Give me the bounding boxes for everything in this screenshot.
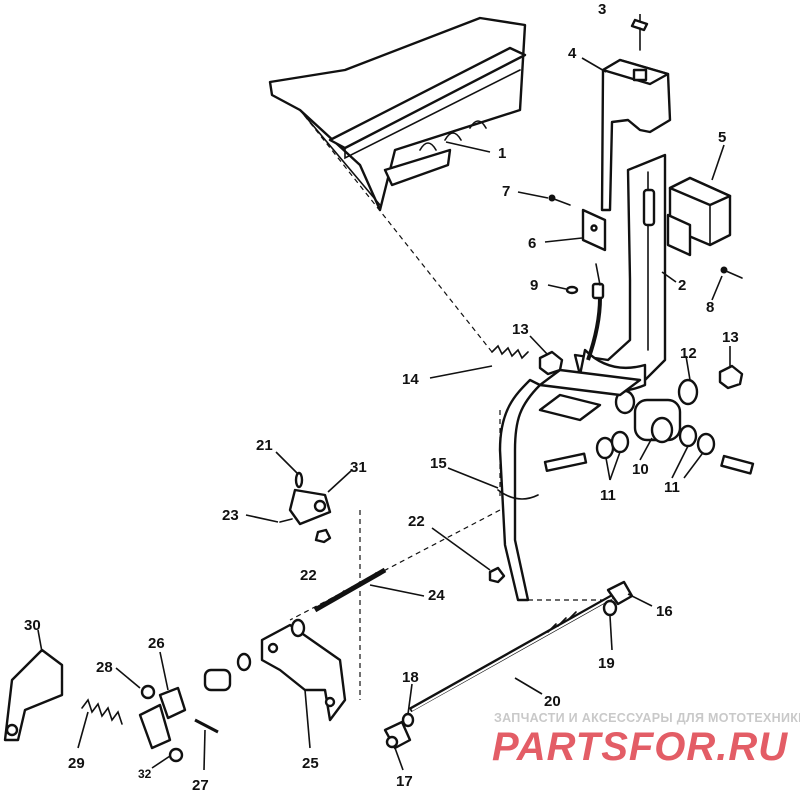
part-29-spring [81, 698, 123, 725]
part-19-nut [602, 599, 618, 617]
part-27-bolt [194, 718, 219, 734]
part-18-nut [401, 712, 415, 728]
part-24-threaded-rod [313, 567, 387, 613]
part-26-clamp [138, 684, 187, 763]
callout-24: 24 [428, 587, 445, 604]
callout-19: 19 [598, 655, 615, 672]
callout-13b: 13 [722, 329, 739, 346]
callout-22a: 22 [408, 513, 425, 530]
part-10-bushing [633, 398, 682, 444]
callout-9: 9 [530, 277, 538, 294]
part-5-square-tube [666, 176, 732, 257]
callout-4: 4 [568, 45, 577, 62]
callout-14: 14 [402, 371, 419, 388]
part-20-long-rod [408, 592, 617, 713]
ball-joint-left [203, 668, 232, 692]
callout-23: 23 [222, 507, 239, 524]
watermark-logo: PARTSFOR.RU [492, 725, 788, 769]
leader-lines [37, 14, 731, 771]
part-14-spring [299, 109, 529, 360]
callout-32: 32 [138, 767, 152, 781]
control-cable-upper [586, 297, 602, 361]
callout-labels: 1 2 3 4 5 6 7 8 9 10 11 11 12 13 13 14 1… [24, 1, 739, 794]
callout-13a: 13 [512, 321, 529, 338]
callout-21: 21 [256, 437, 273, 454]
part-25-mounting-bracket [260, 623, 347, 722]
callout-10: 10 [632, 461, 649, 478]
phantom-line-1 [289, 509, 501, 621]
part-17-rod-end [383, 720, 412, 750]
lower-lever-arm [498, 368, 642, 602]
callout-30: 30 [24, 617, 41, 634]
part-31-pivot-bracket [288, 471, 332, 526]
callout-26: 26 [148, 635, 165, 652]
part-3-screw [630, 18, 649, 51]
callout-11b: 11 [664, 479, 680, 496]
callout-1: 1 [498, 145, 506, 162]
part-30-foot-plate [3, 648, 64, 742]
callout-6: 6 [528, 235, 536, 252]
callout-12: 12 [680, 345, 697, 362]
callout-3: 3 [598, 1, 606, 18]
callout-7: 7 [502, 183, 510, 200]
part-4-top-cap [600, 58, 672, 212]
callout-8: 8 [706, 299, 714, 316]
callout-11a: 11 [600, 487, 616, 504]
part-25-nut [236, 618, 306, 672]
callout-28: 28 [96, 659, 113, 676]
callout-22b: 22 [300, 567, 317, 584]
callout-25: 25 [302, 755, 319, 772]
watermark: ЗАПЧАСТИ И АКСЕССУАРЫ ДЛЯ МОТОТЕХНИКИ PA… [492, 711, 800, 769]
callout-15: 15 [430, 455, 447, 472]
part-8-screw [720, 266, 743, 279]
callout-18: 18 [402, 669, 419, 686]
callout-20: 20 [544, 693, 561, 710]
part-1-throttle-box [268, 16, 527, 212]
callout-16: 16 [656, 603, 673, 620]
callout-17: 17 [396, 773, 413, 790]
threaded-stud [543, 452, 755, 475]
callout-27: 27 [192, 777, 209, 794]
part-15-clip [497, 489, 539, 500]
part-9-pin [565, 263, 605, 300]
part-22-nut-right [488, 566, 506, 584]
callout-2: 2 [678, 277, 686, 294]
callout-29: 29 [68, 755, 85, 772]
part-23-pin [279, 518, 293, 523]
callout-31: 31 [350, 459, 367, 476]
part-13-nuts [538, 350, 744, 390]
part-6-plate [581, 208, 607, 252]
part-22-nut-left [314, 528, 332, 544]
watermark-tagline: ЗАПЧАСТИ И АКСЕССУАРЫ ДЛЯ МОТОТЕХНИКИ [494, 711, 800, 725]
callout-5: 5 [718, 129, 726, 146]
part-7-screw [548, 194, 571, 206]
part-12-washer [614, 378, 699, 415]
